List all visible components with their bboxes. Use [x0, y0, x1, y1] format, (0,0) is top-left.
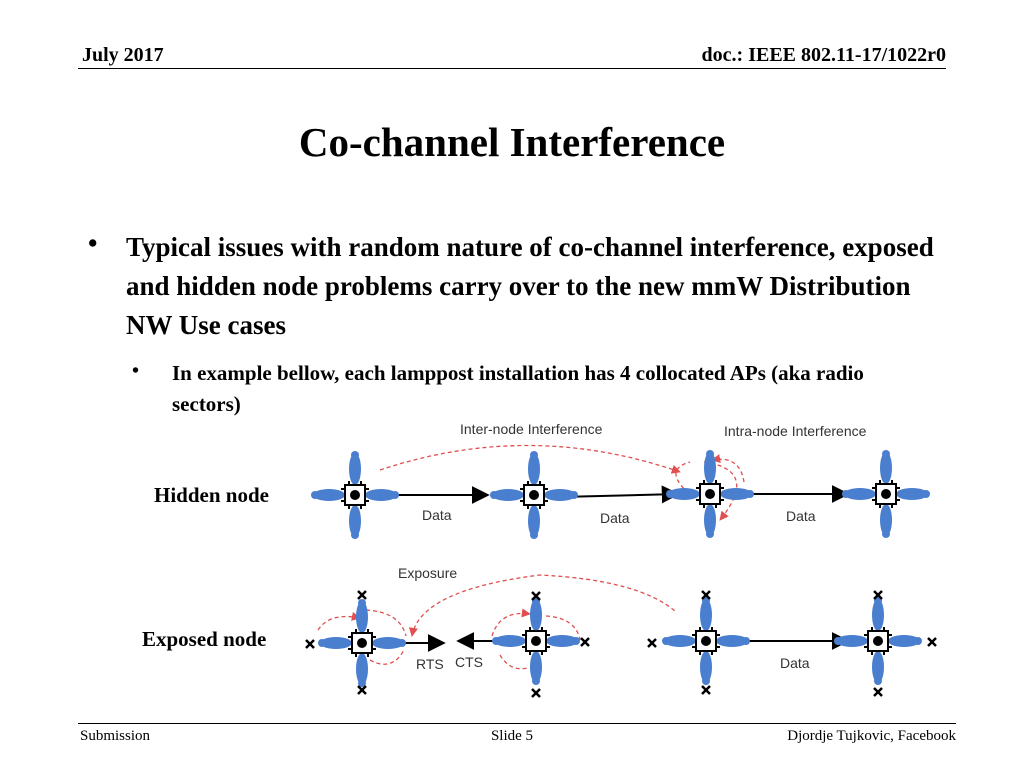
blocked-sector-icon [356, 589, 368, 601]
header-date: July 2017 [82, 44, 164, 66]
inter-node-interference-label: Inter-node Interference [460, 421, 603, 437]
blocked-sector-icon [926, 636, 938, 648]
blocked-sector-icon [579, 636, 591, 648]
sub-bullet-marker: • [132, 360, 140, 382]
intra-node-interference-arc [675, 461, 695, 499]
exposed-interference-arc [499, 654, 529, 670]
access-point-node [661, 596, 751, 686]
bullet-main-text: Typical issues with random nature of co-… [126, 232, 934, 340]
data-label-2: Data [600, 510, 630, 526]
exposed-interference-arc [369, 649, 405, 665]
access-point-node [317, 598, 407, 688]
access-point-node [489, 450, 579, 540]
intra-node-interference-label: Intra-node Interference [724, 423, 867, 439]
access-point-node [665, 449, 755, 539]
blocked-sector-icon [700, 684, 712, 696]
data-label-1: Data [422, 507, 452, 523]
exposed-interference-arc [365, 609, 407, 637]
access-point-node [310, 450, 400, 540]
footer-divider [78, 723, 956, 724]
footer-submission: Submission [80, 728, 151, 744]
header-doc-id: doc.: IEEE 802.11-17/1022r0 [701, 44, 946, 66]
header-divider [78, 68, 946, 69]
access-point-node [491, 596, 581, 686]
exposed-interference-arrow [491, 608, 531, 637]
data-label-4: Data [780, 655, 810, 671]
blocked-sector-icon [356, 684, 368, 696]
exposure-label: Exposure [398, 565, 457, 581]
exposed-node-label: Exposed node [142, 627, 267, 651]
data-label-3: Data [786, 508, 816, 524]
sub-bullet-text: In example bellow, each lamppost install… [172, 361, 864, 416]
footer-slide-number: Slide 5 [490, 728, 534, 744]
blocked-sector-icon [646, 637, 658, 649]
hidden-node-label: Hidden node [154, 483, 269, 507]
cts-label: CTS [455, 654, 483, 670]
exposed-interference-arrow [317, 611, 361, 631]
footer-author: Djordje Tujkovic, Facebook [787, 728, 956, 744]
blocked-sector-icon [530, 687, 542, 699]
access-point-node [841, 449, 931, 539]
exposed-interference-arc [545, 615, 581, 641]
bullet-marker: • [88, 228, 98, 258]
exposure-arrow [408, 574, 677, 637]
data-link-2 [559, 485, 680, 504]
blocked-sector-icon [872, 686, 884, 698]
intra-node-interference-arrow-2 [711, 454, 745, 483]
slide-title: Co-channel Interference [298, 119, 726, 165]
access-point-node [833, 596, 923, 686]
rts-label: RTS [416, 656, 444, 672]
blocked-sector-icon [304, 638, 316, 650]
